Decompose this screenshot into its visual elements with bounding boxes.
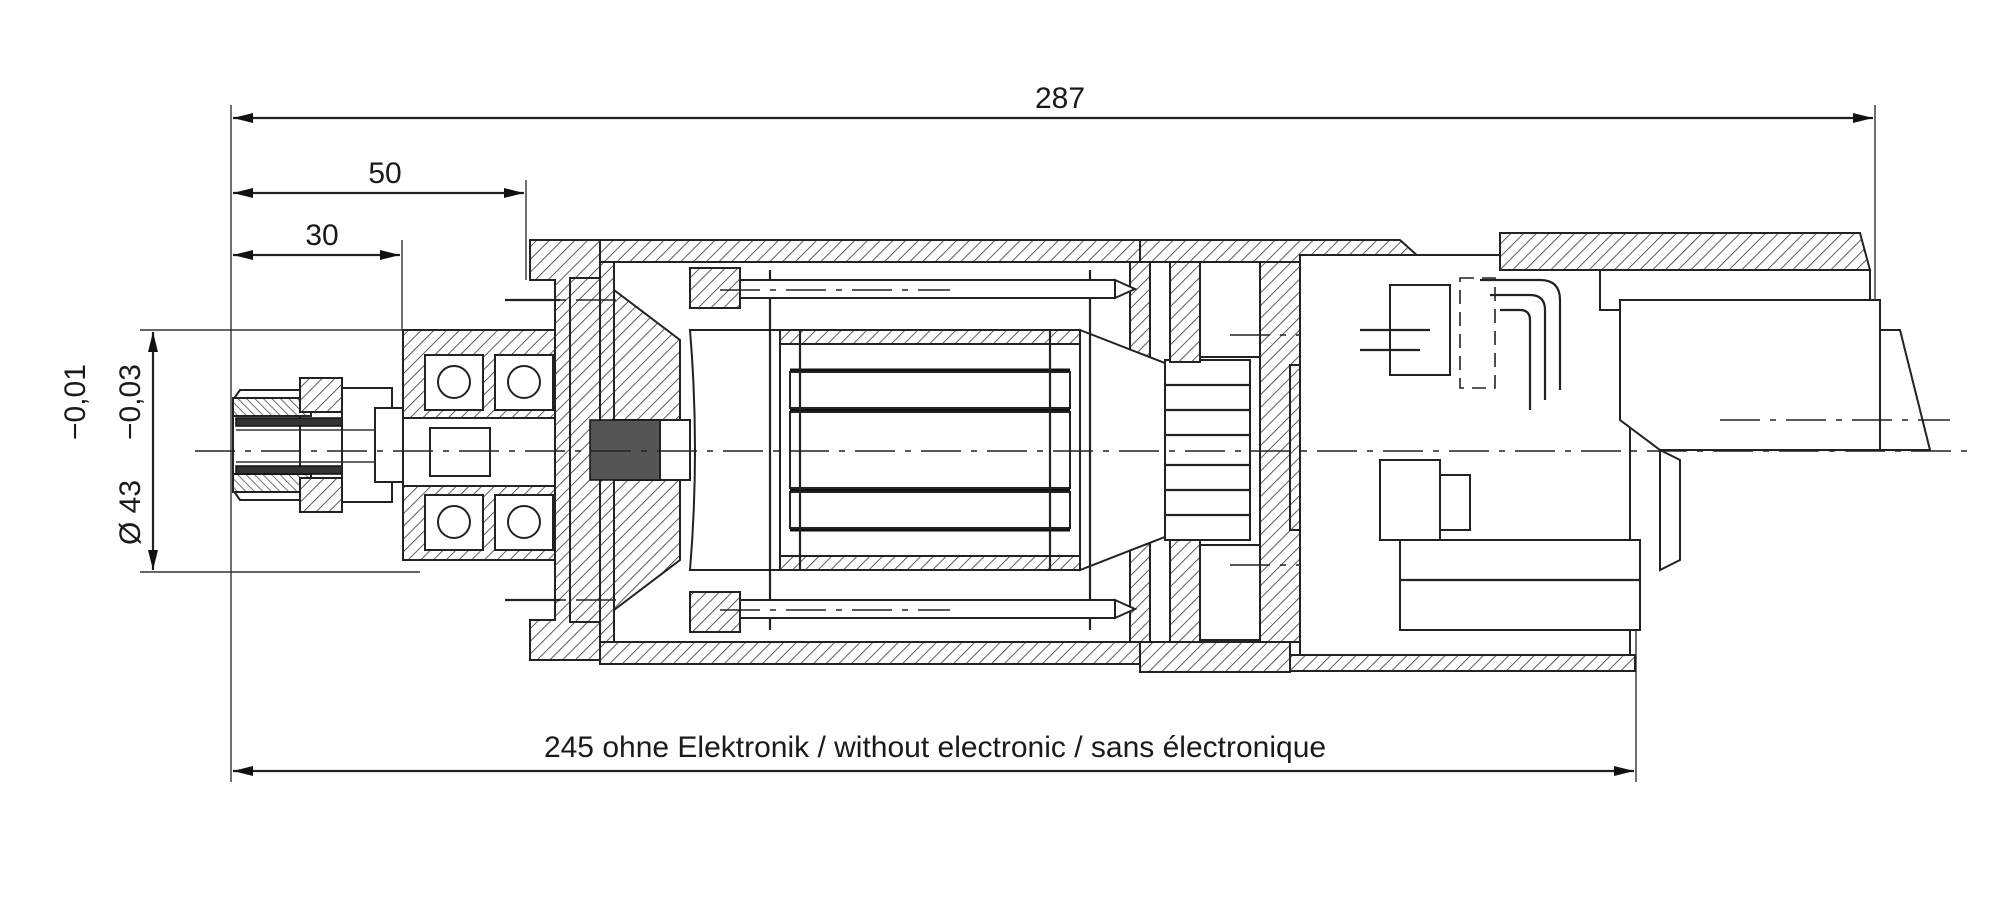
outlet-nipple [232,377,404,513]
bearing-housing [402,329,579,561]
dim-text-287: 287 [1035,82,1085,115]
dim-text-30: 30 [305,219,338,252]
dim-text-50: 50 [368,157,401,190]
dim-text-tolerance-lower: −0,03 [114,364,147,440]
dimension-lines [140,105,1876,782]
dim-text-diameter: Ø 43 [114,480,147,545]
dim-text-tolerance-upper: −0,01 [59,364,92,440]
commutator [1164,261,1301,643]
dim-text-245: 245 ohne Elektronik / without electronic… [544,731,1326,764]
impeller [589,287,691,613]
electronics-module [1289,232,1932,672]
fastener-axes [510,289,1300,611]
pump-cross-section [195,232,1970,673]
armature [688,267,1171,633]
